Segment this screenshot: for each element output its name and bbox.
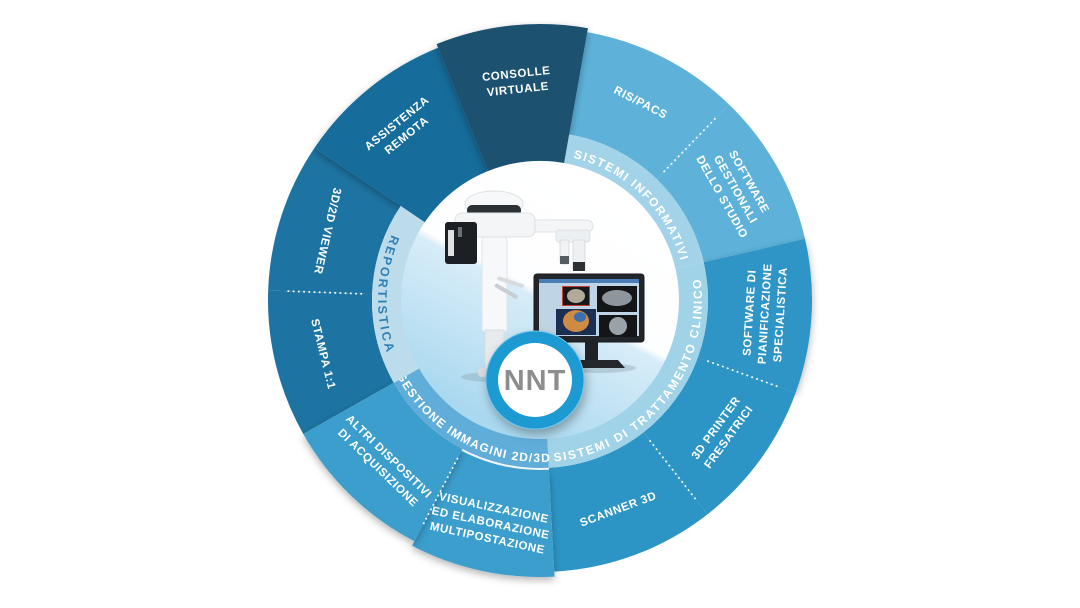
ct-sagittal-slice xyxy=(609,317,627,335)
segment-label-software-di-pianificazione-specialistica: SOFTWARE DIPIANIFICAZIONESPECIALISTICA xyxy=(741,262,790,365)
machine-handle-a xyxy=(497,276,525,288)
separator-dashed-line xyxy=(662,116,718,173)
segment-ris-pacs xyxy=(569,32,729,180)
diagnostic-monitor xyxy=(533,273,645,368)
ct-axial-highlight xyxy=(562,286,590,306)
segment-visualizzazione-ed-elaborazione-multipostazione xyxy=(412,450,555,577)
band-sistemi-di-trattamento-clinico xyxy=(547,262,708,468)
separator-dashed-line xyxy=(421,457,459,526)
band-reportistica xyxy=(371,206,426,383)
machine-right-sensor-tip xyxy=(573,262,585,271)
segment-consolle-virtuale xyxy=(436,23,588,172)
nnt-badge-face xyxy=(498,343,572,417)
separator-dashed-line xyxy=(286,290,363,295)
band-sistemi-informativi xyxy=(563,134,704,269)
band-gestione-immagini-2d-3d xyxy=(393,367,549,469)
segment-3d-printer-fresatrici xyxy=(643,357,796,515)
machine-right-sensor-tip2 xyxy=(560,256,569,264)
outer-ring xyxy=(268,23,813,577)
nnt-logo-badge: NNT xyxy=(485,330,585,430)
monitor-neck xyxy=(585,342,598,360)
machine-left-sensor-slit xyxy=(448,230,454,256)
machine-column xyxy=(481,236,508,333)
segment-assistenza-remota xyxy=(314,47,488,223)
segment-3d-2d-viewer xyxy=(268,147,401,295)
segment-altri-dispositivi-di-acquisizione xyxy=(303,382,463,542)
ct-3d-overlay xyxy=(574,312,586,322)
segment-software-di-pianificazione-specialistica xyxy=(697,238,813,394)
machine-left-sensor-detail xyxy=(458,227,462,237)
segment-scanner-3d xyxy=(548,432,708,572)
nnt-badge-rim xyxy=(485,330,585,430)
nnt-logo-text: NNT xyxy=(504,365,567,397)
separator-dashed-line xyxy=(707,360,779,388)
machine-handle-b xyxy=(494,283,518,299)
ct-axial-slice xyxy=(567,289,585,303)
ct-coronal-slice xyxy=(602,290,632,306)
monitor-titlebar xyxy=(539,279,639,283)
segment-software-gestionali-dello-studio xyxy=(656,104,806,263)
xray-machine xyxy=(445,190,594,377)
segment-separators xyxy=(286,116,779,526)
segment-stampa-1-1 xyxy=(268,290,394,434)
separator-dashed-line xyxy=(648,439,698,501)
